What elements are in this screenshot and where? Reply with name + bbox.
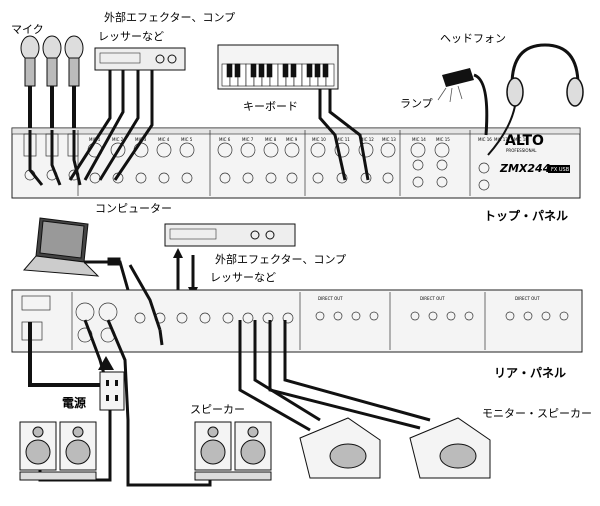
fx-top-label-2: レッサーなど — [98, 30, 164, 43]
channel-label: MIC 11 — [336, 137, 350, 142]
channel-label: MIC 14 — [412, 137, 426, 142]
black-key — [282, 63, 289, 78]
alto-logo: ALTO PROFESSIONAL ZMX244 FX USB — [499, 133, 570, 175]
computer-label: コンピューター — [95, 202, 172, 215]
lamp-label: ランプ — [400, 97, 433, 110]
channel-label: MIC 18 — [514, 137, 528, 142]
svg-text:ZMX244: ZMX244 — [499, 162, 550, 175]
direct-out-jack — [369, 311, 379, 321]
channel-label: MIC 10 — [312, 137, 326, 142]
microphone-1 — [20, 35, 40, 128]
monitor-speakers — [299, 417, 491, 479]
direct-out-jack — [523, 311, 533, 321]
direct-out-label-2: DIRECT OUT — [420, 296, 445, 301]
fx-rear-label: 外部エフェクター、コンプ — [215, 253, 347, 266]
direct-out-jack — [315, 311, 325, 321]
fx-top-label: 外部エフェクター、コンプ — [104, 11, 236, 24]
direct-out-jack — [464, 311, 474, 321]
direct-out-jack — [559, 311, 569, 321]
lamp — [437, 68, 489, 136]
top-panel-label: トップ・パネル — [484, 209, 569, 223]
svg-text:ALTO: ALTO — [505, 133, 544, 149]
direct-out-jack — [410, 311, 420, 321]
channel-label: MIC 4 — [158, 137, 170, 142]
direct-out-label-3: DIRECT OUT — [515, 296, 540, 301]
power-label: 電源 — [62, 396, 87, 410]
black-key — [266, 63, 273, 78]
fx-rear-label-2: レッサーなど — [210, 271, 276, 284]
power-outlet — [98, 356, 125, 411]
channel-label: MIC 5 — [181, 137, 193, 142]
channel-label: MIC 7 — [242, 137, 254, 142]
headphones — [487, 43, 584, 156]
channel-label: MIC 16 — [478, 137, 492, 142]
microphone-2 — [42, 35, 62, 128]
black-key — [234, 63, 241, 78]
monitor-speakers-label: モニター・スピーカー — [482, 407, 592, 420]
channel-label: MIC 15 — [436, 137, 450, 142]
fx-rack-top — [68, 47, 186, 181]
black-key — [314, 63, 321, 78]
channel-label: MIC 12 — [360, 137, 374, 142]
direct-out-jack — [541, 311, 551, 321]
direct-out-jack — [446, 311, 456, 321]
black-key — [306, 63, 313, 78]
microphone-3 — [64, 35, 84, 128]
laptop — [22, 217, 130, 291]
direct-out-jack — [505, 311, 515, 321]
channel-label: MIC 9 — [286, 137, 298, 142]
rear-panel-label: リア・パネル — [494, 366, 567, 380]
microphones — [20, 35, 84, 186]
channel-label: MIC 13 — [382, 137, 396, 142]
keyboard-label: キーボード — [243, 100, 298, 113]
channel-label: MIC 2 — [112, 137, 124, 142]
black-key — [250, 63, 257, 78]
keyboard — [217, 44, 370, 181]
svg-text:PROFESSIONAL: PROFESSIONAL — [506, 148, 537, 153]
direct-out-jack — [351, 311, 361, 321]
channel-label: MIC 8 — [265, 137, 277, 142]
black-key — [258, 63, 265, 78]
direct-out-jack — [333, 311, 343, 321]
channel-label: MIC 6 — [219, 137, 231, 142]
speakers-label: スピーカー — [190, 403, 245, 416]
rear-panel-mixer: DIRECT OUT DIRECT OUT DIRECT OUT — [11, 289, 583, 353]
black-key — [322, 63, 329, 78]
main-speakers-left — [19, 421, 97, 481]
direct-out-label-1: DIRECT OUT — [318, 296, 343, 301]
main-speakers-right — [194, 421, 272, 481]
direct-out-jack — [428, 311, 438, 321]
svg-text:FX USB: FX USB — [551, 167, 570, 173]
headphones-label: ヘッドフォン — [440, 32, 506, 45]
black-key — [290, 63, 297, 78]
mic-label: マイク — [11, 23, 44, 36]
black-key — [226, 63, 233, 78]
rear-cables — [28, 264, 431, 487]
